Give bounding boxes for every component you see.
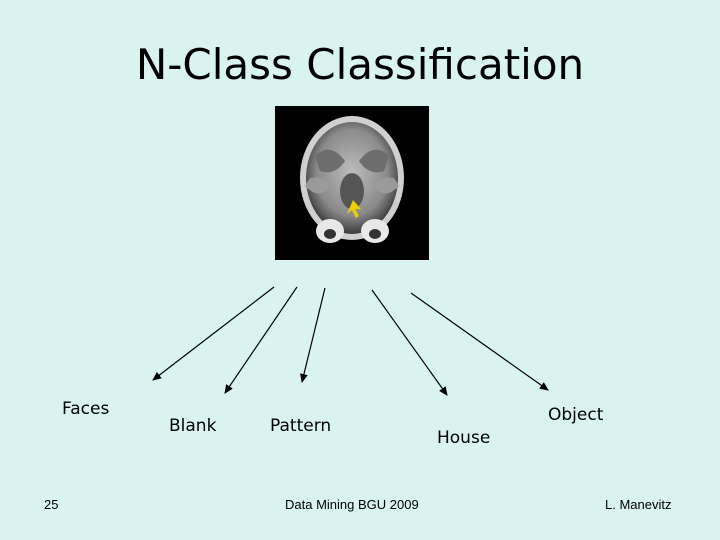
arrow-house — [371, 289, 448, 396]
class-label-house: House — [437, 428, 491, 448]
arrow-pattern — [300, 287, 326, 383]
footer-author: L. Manevitz — [605, 497, 672, 512]
class-label-pattern: Pattern — [270, 416, 332, 436]
class-label-faces: Faces — [62, 399, 110, 419]
arrow-blank — [224, 286, 298, 394]
brain-mri-image — [275, 106, 429, 260]
yellow-arrow-icon — [347, 200, 361, 218]
arrow-object — [410, 292, 549, 391]
class-label-blank: Blank — [169, 416, 217, 436]
footer-center-text: Data Mining BGU 2009 — [285, 497, 419, 512]
slide-title: N-Class Classification — [135, 40, 585, 89]
page-number: 25 — [44, 497, 59, 512]
class-label-object: Object — [548, 405, 604, 425]
arrow-faces — [152, 286, 275, 381]
